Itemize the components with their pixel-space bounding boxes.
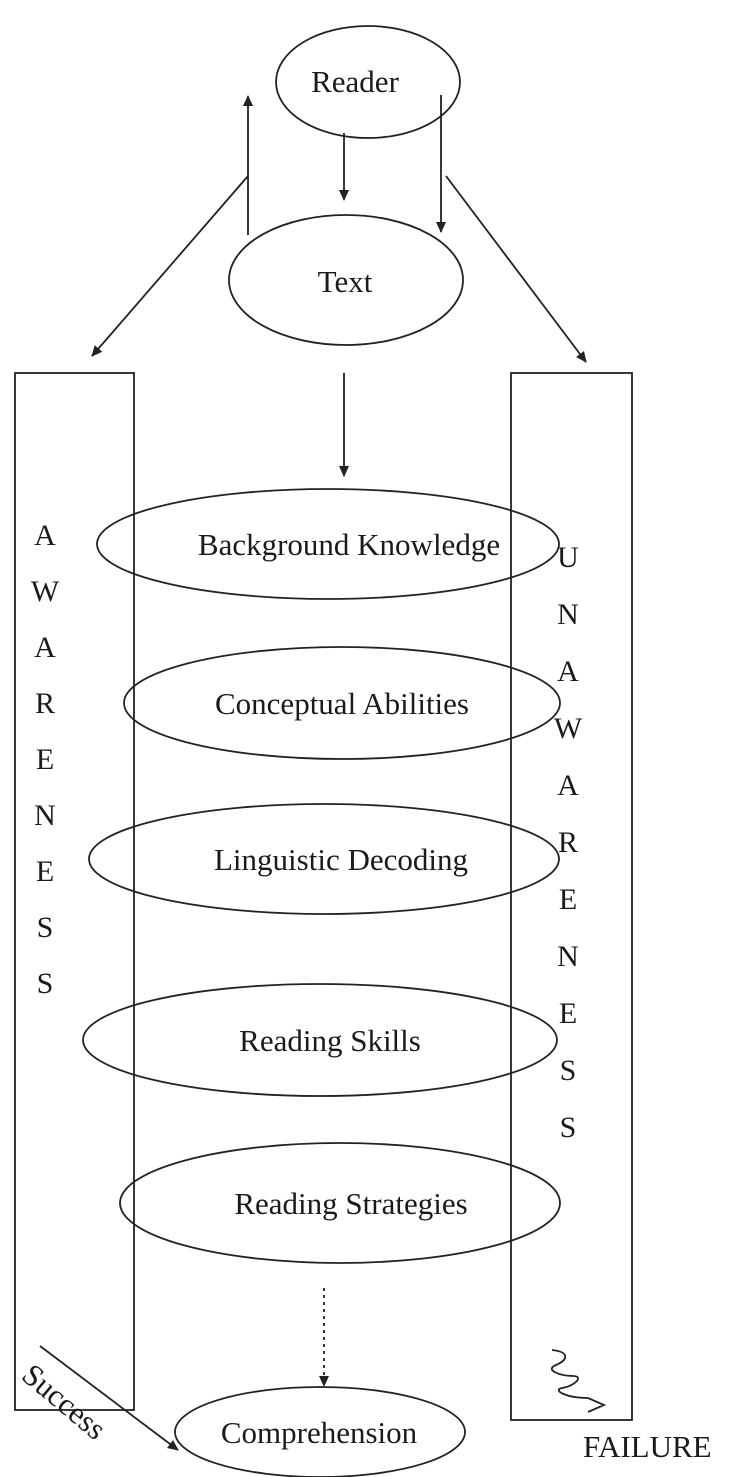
linguistic-decoding-ellipse: [88, 803, 560, 915]
to-awareness-arrow: [91, 175, 249, 357]
awareness-letter: E: [36, 855, 54, 888]
reading-skills-ellipse: [82, 983, 558, 1097]
conceptual-abilities-label: Conceptual Abilities: [215, 686, 469, 721]
failure-label: FAILURE: [583, 1429, 712, 1464]
unawareness-letter: N: [557, 940, 579, 973]
reading-strategies-label: Reading Strategies: [234, 1186, 467, 1221]
reading-skills-label: Reading Skills: [239, 1023, 421, 1058]
awareness-letter: R: [35, 687, 55, 720]
reader-label: Reader: [311, 64, 399, 99]
conceptual-abilities-ellipse: [123, 646, 561, 760]
unawareness-letter: W: [554, 712, 583, 745]
awareness-bar: [14, 372, 135, 1411]
unawareness-letter: R: [558, 826, 578, 859]
success-arrow: [39, 1345, 179, 1451]
linguistic-decoding-label: Linguistic Decoding: [214, 842, 468, 877]
awareness-letter: A: [34, 519, 56, 552]
comprehension-label: Comprehension: [221, 1415, 418, 1450]
unawareness-letter: N: [557, 598, 579, 631]
background-knowledge-ellipse: [96, 488, 560, 600]
unawareness-letter: U: [557, 541, 579, 574]
text-ellipse: [228, 214, 464, 346]
unawareness-letter: A: [557, 769, 579, 802]
unawareness-letter: S: [560, 1111, 577, 1144]
success-label: Success: [16, 1357, 114, 1447]
to-unawareness-arrow: [445, 175, 587, 363]
reader-ellipse: [275, 25, 461, 139]
reading-strategies-ellipse: [119, 1142, 561, 1264]
unawareness-bar: [510, 372, 633, 1421]
unawareness-letter: E: [559, 883, 577, 916]
awareness-letter: N: [34, 799, 56, 832]
awareness-letter: E: [36, 743, 54, 776]
unawareness-letter: S: [560, 1054, 577, 1087]
unawareness-letter: E: [559, 997, 577, 1030]
failure-squiggle: [550, 1349, 607, 1413]
awareness-letter: S: [37, 967, 54, 1000]
awareness-letter: W: [31, 575, 60, 608]
awareness-letter: S: [37, 911, 54, 944]
text-label: Text: [318, 264, 373, 299]
background-knowledge-label: Background Knowledge: [198, 527, 500, 562]
comprehension-ellipse: [174, 1386, 466, 1477]
unawareness-letter: A: [557, 655, 579, 688]
awareness-letter: A: [34, 631, 56, 664]
